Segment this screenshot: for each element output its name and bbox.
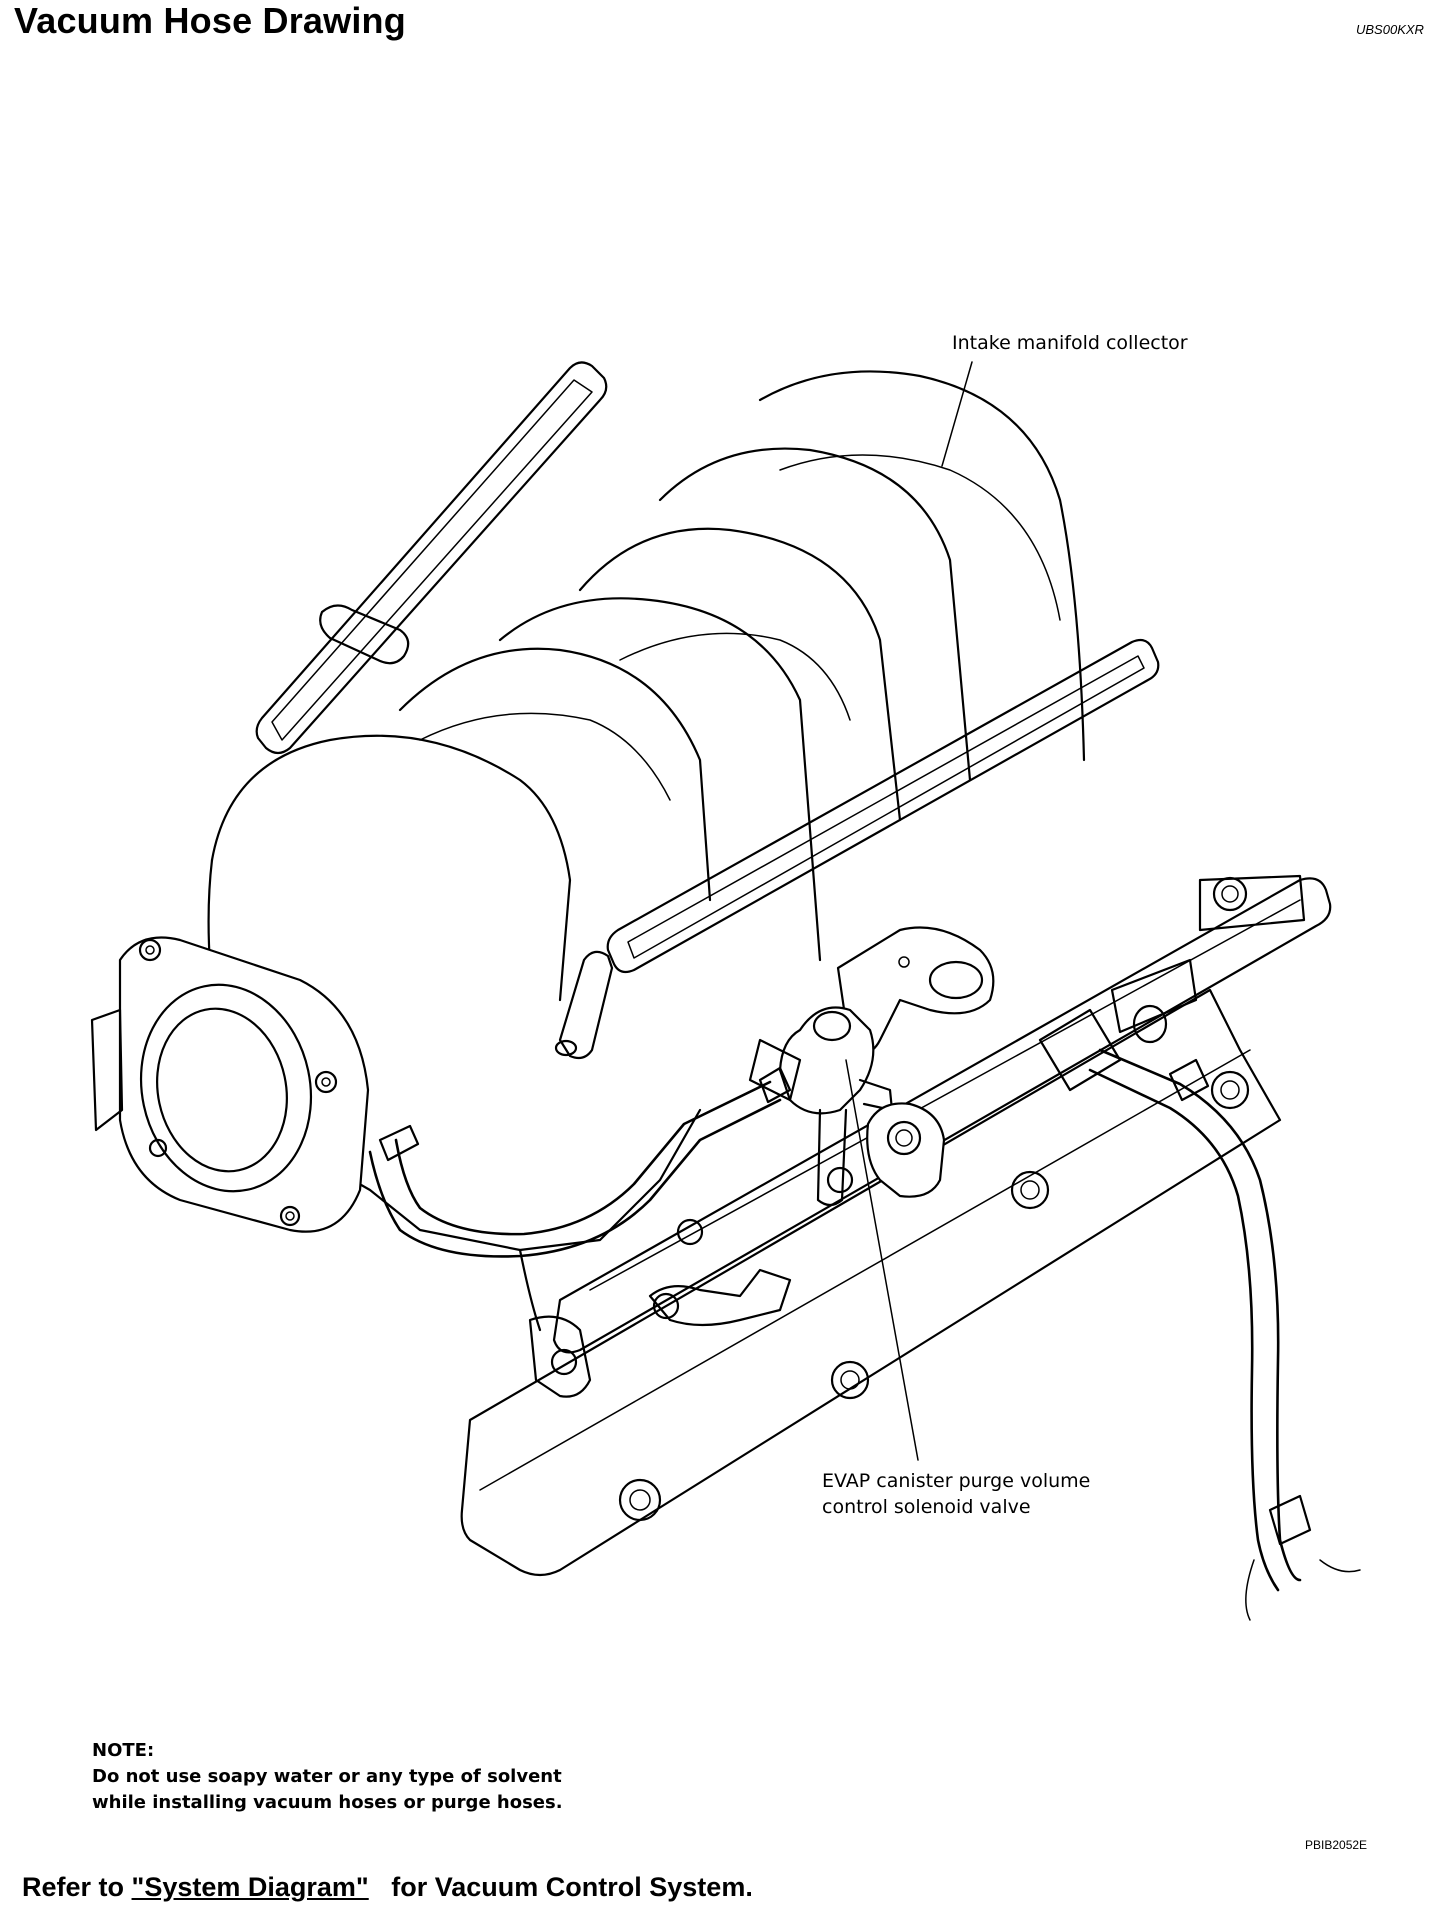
footer-prefix: Refer to — [22, 1872, 125, 1902]
footer-suffix: for Vacuum Control System. — [391, 1872, 753, 1902]
plenum-lobe-2 — [398, 647, 712, 902]
callout-intake-manifold-collector: Intake manifold collector — [952, 332, 1188, 354]
footer-reference: Refer to "System Diagram" for Vacuum Con… — [22, 1872, 753, 1903]
callout-evap-valve-line1: EVAP canister purge volume — [822, 1470, 1091, 1492]
plenum-lobe-5 — [658, 447, 972, 782]
callout-leader-evap — [845, 1059, 919, 1461]
callout-leader-collector — [941, 361, 973, 467]
hose-clamp-1 — [378, 1124, 420, 1162]
purge-hose — [1098, 1048, 1302, 1582]
note-line-1: Do not use soapy water or any type of so… — [92, 1766, 562, 1787]
purge-hose-connector — [1038, 1008, 1122, 1092]
callout-evap-valve-line2: control solenoid valve — [822, 1496, 1031, 1518]
hose-clamp-2 — [758, 1066, 792, 1104]
upper-rail-front — [606, 638, 1160, 974]
plenum-lobe-4 — [578, 527, 902, 822]
document-code: UBS00KXR — [1356, 22, 1424, 37]
vacuum-hose-throttle-to-valve — [368, 1098, 782, 1258]
lower-left-fitting — [648, 1268, 792, 1327]
system-diagram-link[interactable]: "System Diagram" — [131, 1872, 369, 1902]
throttle-body — [90, 936, 370, 1233]
purge-hose-inner — [1088, 1068, 1280, 1592]
plenum-lobe-6 — [758, 370, 1086, 762]
union-fitting — [866, 1102, 946, 1198]
rail-nozzle-front — [558, 950, 614, 1060]
page-title: Vacuum Hose Drawing — [14, 0, 406, 41]
upper-rail-back — [255, 361, 608, 755]
hose-clamp-3 — [1168, 1058, 1210, 1102]
rail-nozzle-back — [319, 604, 410, 665]
note-block: NOTE: Do not use soapy water or any type… — [92, 1738, 563, 1816]
note-heading: NOTE: — [92, 1740, 155, 1761]
hose-clamp-4 — [1268, 1494, 1312, 1546]
plenum-lobe-3 — [498, 597, 822, 962]
plenum-lobe-1 — [210, 734, 572, 1002]
note-line-2: while installing vacuum hoses or purge h… — [92, 1792, 563, 1813]
vacuum-hose-throttle-to-valve-inner — [394, 1080, 772, 1236]
evap-solenoid-valve — [748, 1006, 894, 1207]
figure-code: PBIB2052E — [1305, 1838, 1368, 1852]
lower-flange — [460, 988, 1282, 1577]
